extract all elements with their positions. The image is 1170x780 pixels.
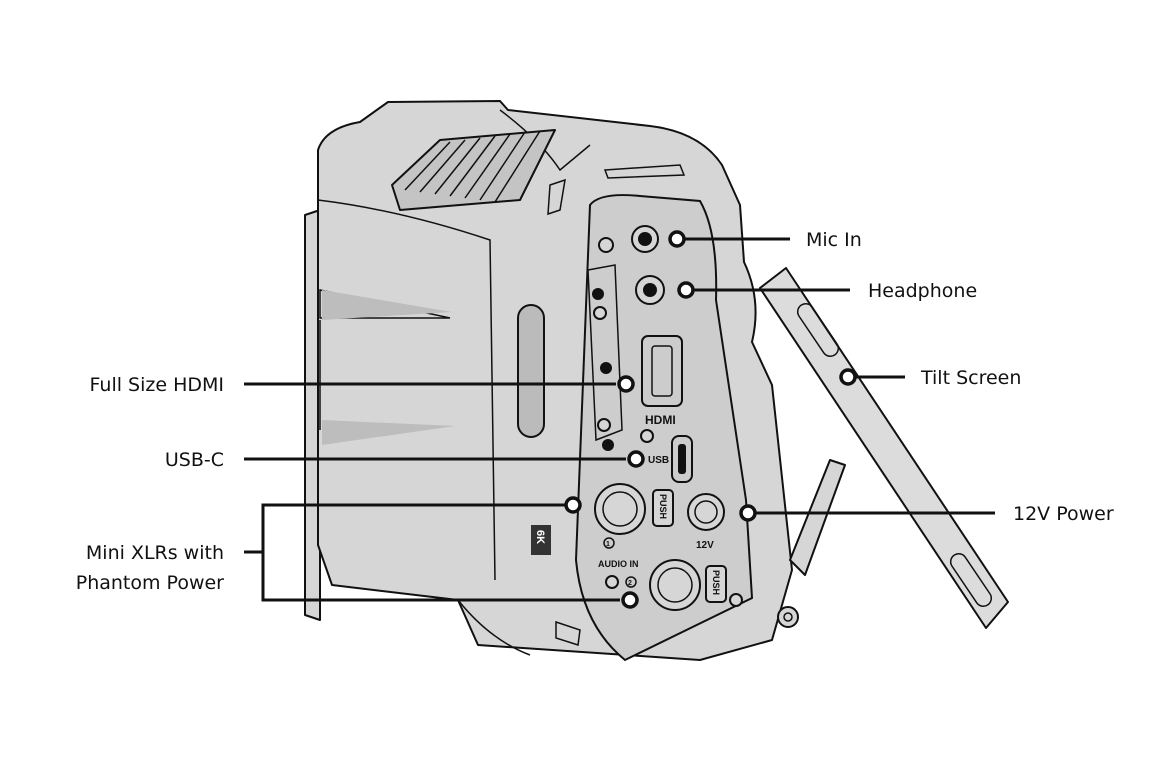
callout-dots xyxy=(564,230,857,609)
push-marking-1: PUSH xyxy=(658,494,668,519)
label-full-size-hdmi: Full Size HDMI xyxy=(90,374,224,396)
hdmi-marking: HDMI xyxy=(645,413,676,427)
label-tilt-screen: Tilt Screen xyxy=(920,367,1021,389)
tilt-screen xyxy=(759,267,1009,629)
label-mini-xlrs-line2: Phantom Power xyxy=(76,572,224,594)
label-12v-power: 12V Power xyxy=(1013,503,1114,525)
push-marking-2: PUSH xyxy=(711,570,721,595)
channel-2-marking: 2 xyxy=(628,580,632,587)
camera-body: HDMI USB PUSH 1 12V PUSH AUDIO IN 2 6K xyxy=(304,100,793,662)
label-mic-in: Mic In xyxy=(806,229,862,251)
6k-badge: 6K xyxy=(534,530,546,544)
label-headphone: Headphone xyxy=(868,280,977,302)
channel-1-marking: 1 xyxy=(606,541,610,548)
audio-in-marking: AUDIO IN xyxy=(598,559,639,569)
12v-marking: 12V xyxy=(696,540,714,551)
usb-marking: USB xyxy=(648,455,669,466)
callout-lines xyxy=(244,237,995,602)
label-mini-xlrs-line1: Mini XLRs with xyxy=(86,542,224,564)
label-usb-c: USB-C xyxy=(165,449,224,471)
